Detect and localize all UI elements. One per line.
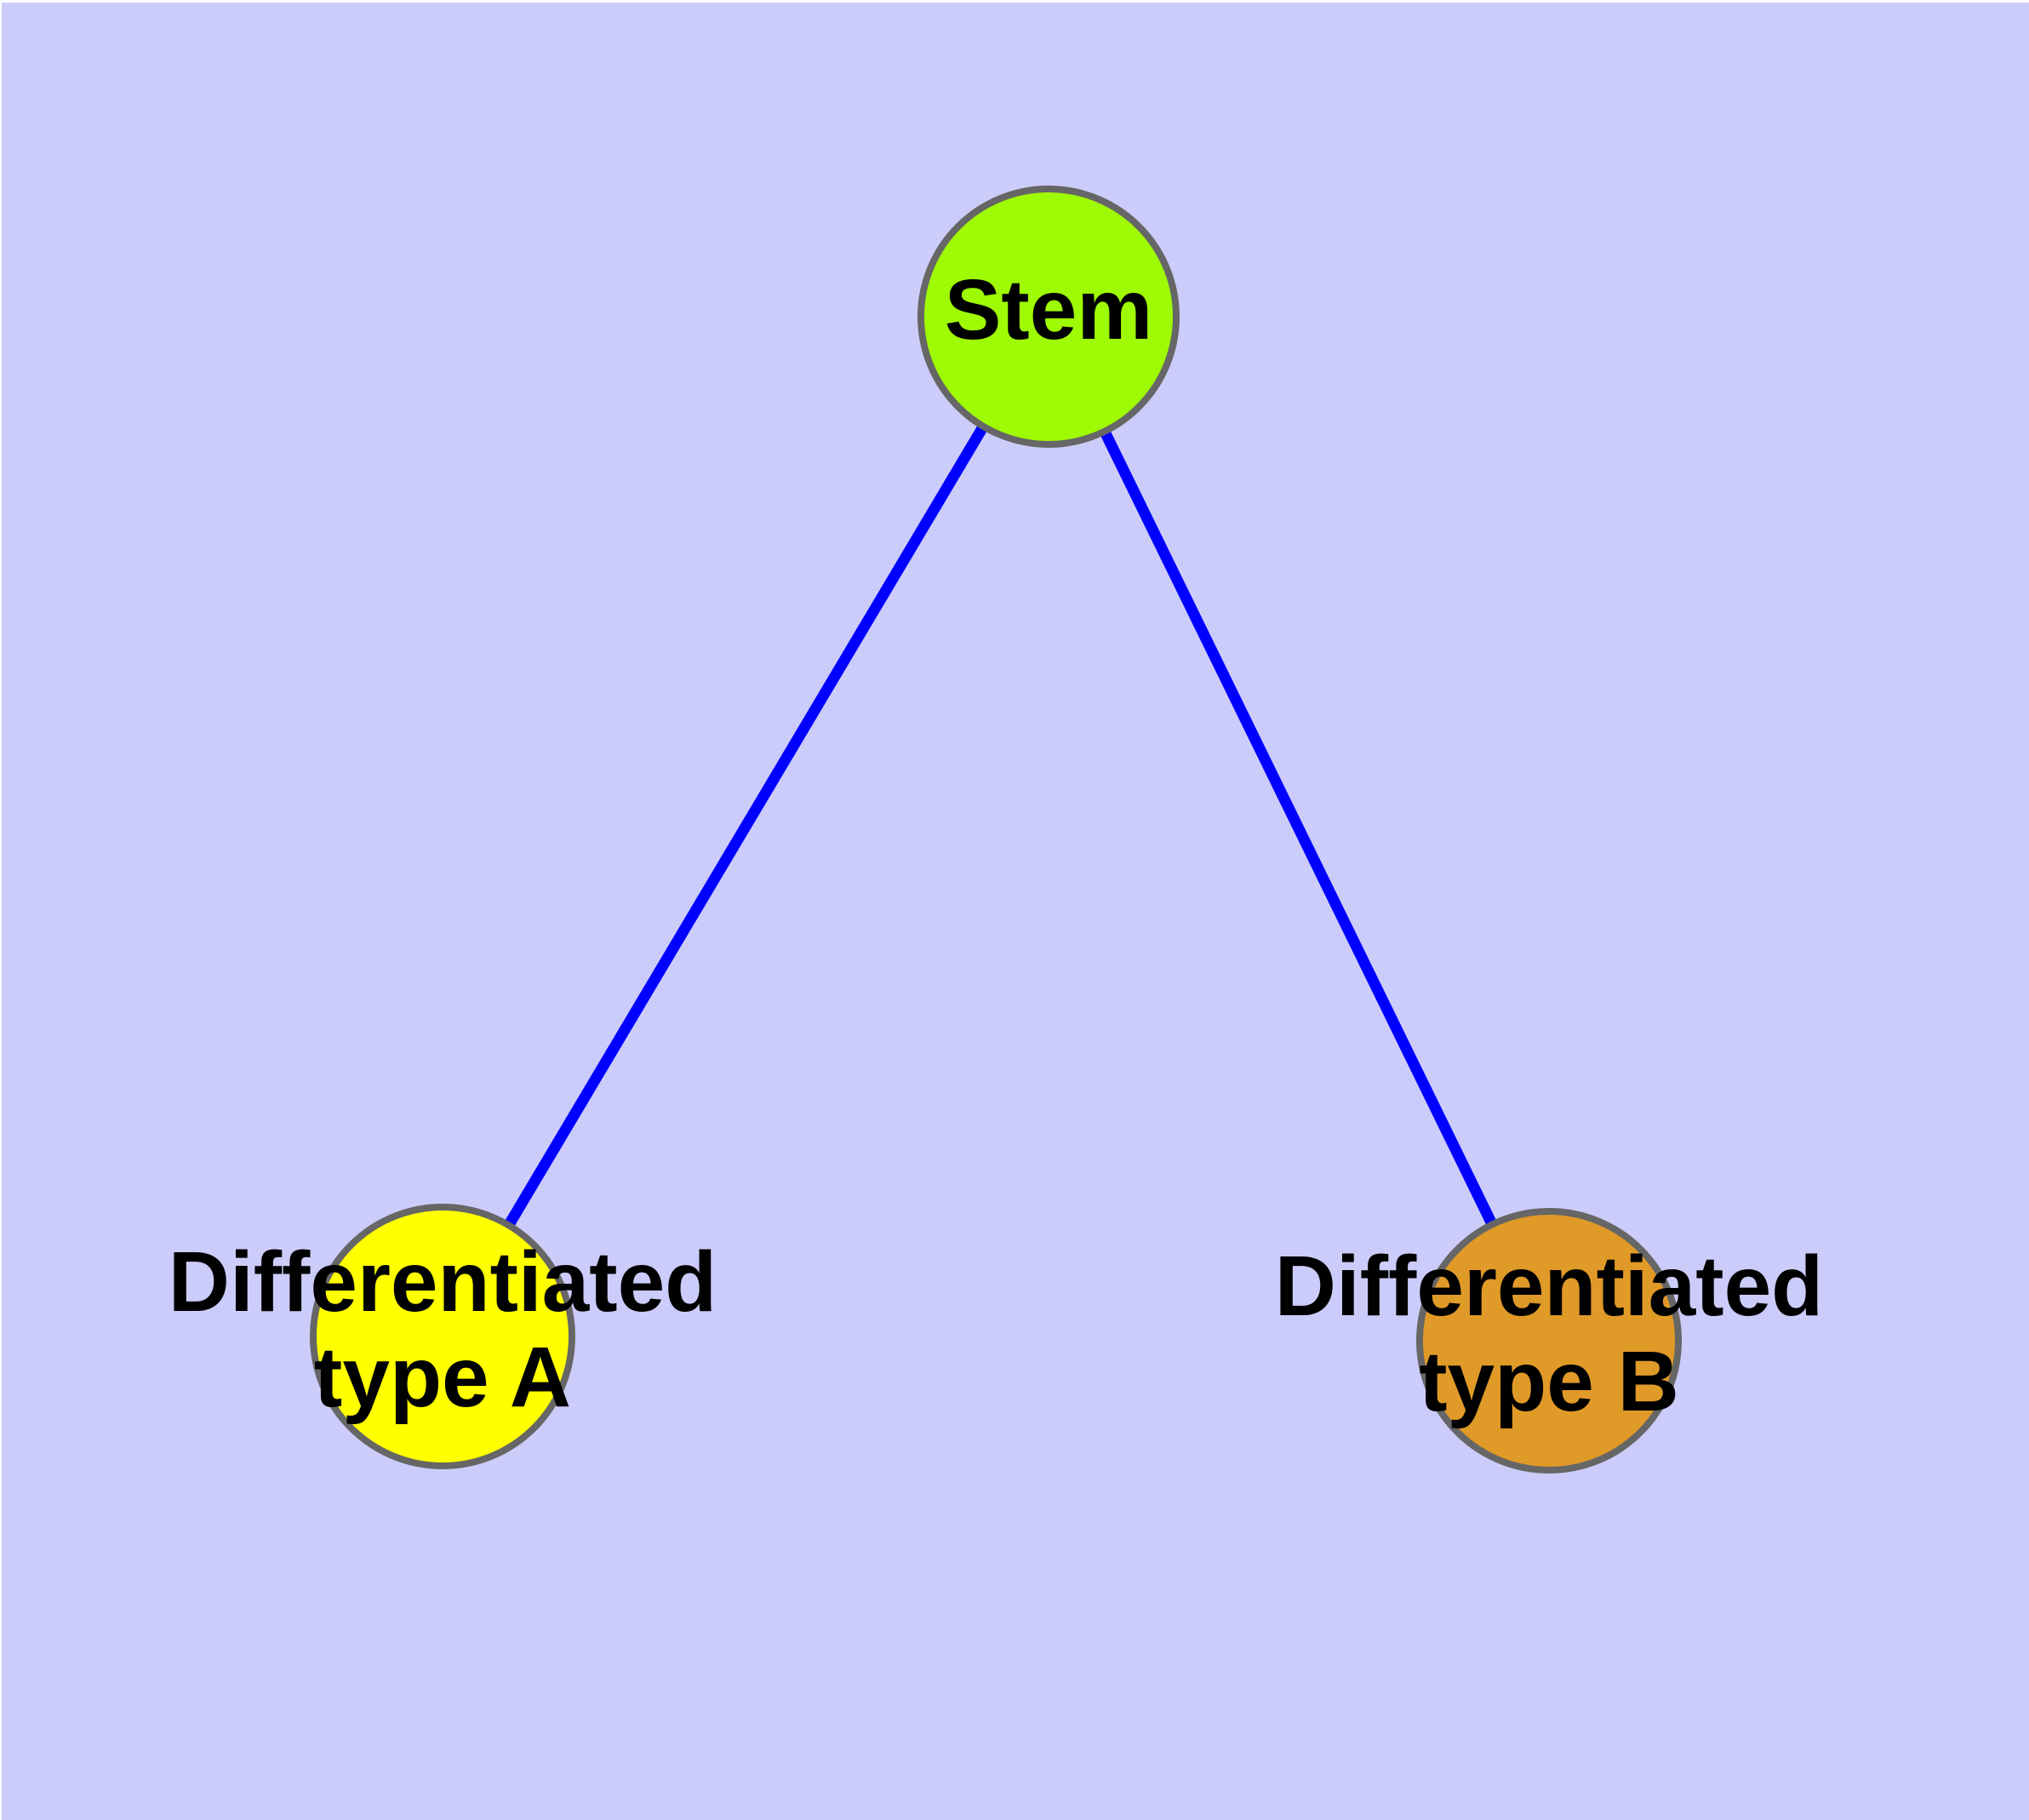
graph-node-label-line: Stem [945, 262, 1153, 358]
graph-node-label-line: Differentiated [1275, 1239, 1824, 1334]
graph-edge-stem-to-diff_b[interactable] [1043, 314, 1554, 1343]
graph-node-diff_a[interactable] [310, 1204, 575, 1469]
graph-node-label-stem: Stem [945, 262, 1153, 358]
graph-edge-stem-to-diff_a[interactable] [437, 313, 1054, 1340]
graph-node-label-line: type A [314, 1330, 571, 1425]
graph-node-diff_b[interactable] [1416, 1208, 1682, 1474]
graph-node-stem[interactable] [917, 186, 1180, 448]
nodes-layer [310, 186, 1682, 1474]
edges-layer [437, 313, 1554, 1343]
graph-node-label-line: Differentiated [169, 1234, 717, 1330]
graph-node-label-line: type B [1419, 1334, 1679, 1429]
